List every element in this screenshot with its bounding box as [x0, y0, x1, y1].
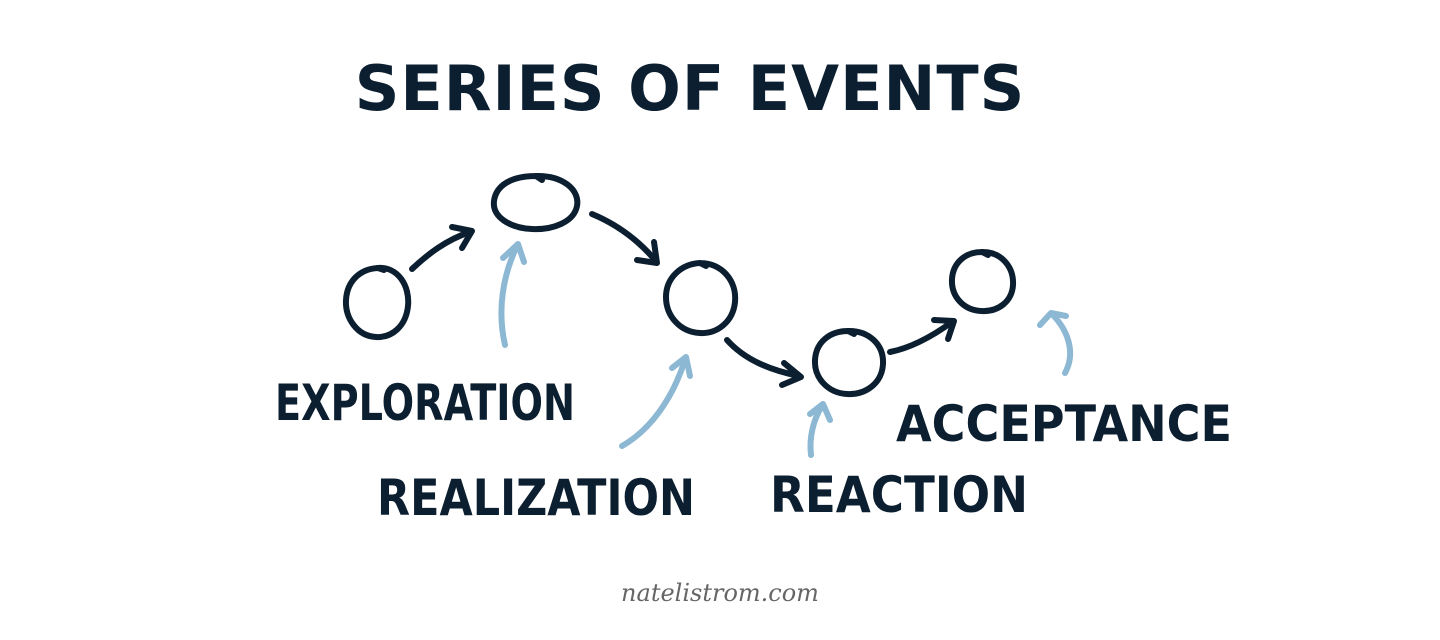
event-node-5 — [948, 248, 1017, 315]
event-node-4 — [812, 327, 886, 398]
pointer-acceptance — [1037, 310, 1074, 376]
stage-label-exploration: EXPLORATION — [275, 374, 575, 432]
pointer-reaction — [807, 401, 833, 458]
pointer-realization — [619, 354, 693, 449]
diagram-title: SERIES OF EVENTS — [355, 52, 1026, 125]
stage-label-realization: REALIZATION — [377, 469, 695, 527]
flow-arrow-2 — [589, 211, 660, 266]
flow-arrow-1 — [409, 224, 475, 272]
event-node-2 — [490, 172, 581, 233]
flow-arrow-4 — [887, 317, 957, 355]
event-node-3 — [662, 259, 739, 337]
flow-arrow-3 — [724, 337, 804, 388]
footer-site-name: natelistrom.com — [621, 579, 819, 607]
stage-label-acceptance: ACCEPTANCE — [896, 395, 1232, 453]
pointer-exploration — [498, 241, 527, 348]
event-node-1 — [342, 264, 412, 341]
stage-label-reaction: REACTION — [770, 466, 1028, 524]
